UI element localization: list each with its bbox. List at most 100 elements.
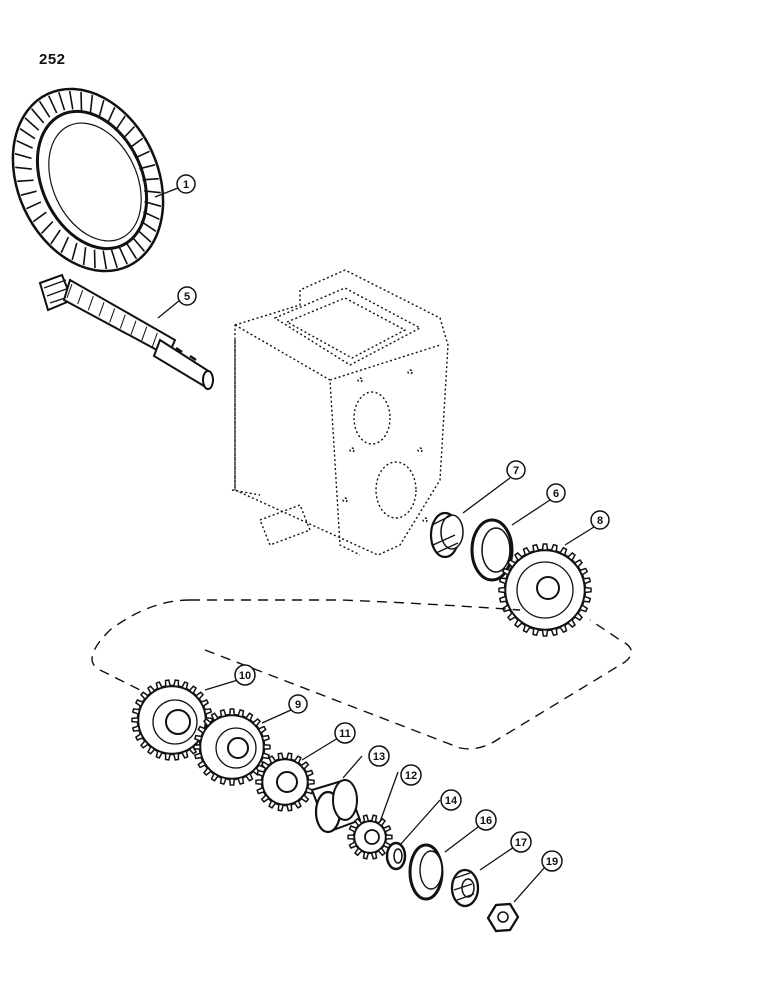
gear-tooth — [251, 717, 262, 728]
gear-tooth — [377, 817, 387, 827]
gear-tooth — [299, 793, 310, 803]
gear-tooth — [188, 685, 197, 695]
ring-gear-tooth — [15, 166, 32, 170]
ring-gear-tooth — [17, 179, 34, 183]
gear-tooth — [370, 814, 378, 823]
gear-tooth — [219, 708, 228, 718]
gear-tooth — [180, 681, 189, 691]
page-number: 252 — [39, 51, 66, 68]
shaft-spline — [151, 332, 158, 348]
ring-gear-tooth — [32, 211, 47, 223]
callout-10: 10 — [234, 664, 256, 686]
shaft-spline — [130, 320, 137, 335]
gear-tooth — [202, 766, 213, 777]
gear-tooth — [353, 847, 363, 857]
callout-14: 14 — [440, 789, 462, 811]
shaft-spline — [109, 308, 116, 323]
gear-part-12 — [347, 814, 393, 860]
gear-tooth — [261, 734, 271, 743]
gear-tooth — [139, 691, 150, 701]
callout-12: 12 — [400, 764, 422, 786]
gear-tooth — [139, 739, 150, 749]
gear-tooth — [188, 745, 197, 755]
gear-tooth — [155, 749, 164, 759]
gear-tooth — [202, 717, 213, 728]
gear-tooth — [131, 708, 141, 716]
ring-gear-tooth — [144, 190, 161, 194]
gear-tooth — [541, 543, 549, 551]
ring-gear-tooth — [144, 200, 162, 208]
ring-gear-tooth — [40, 221, 54, 234]
gear-tooth — [236, 708, 245, 718]
gear-tooth — [550, 543, 558, 553]
shaft-spline — [87, 296, 94, 311]
gear-tooth — [522, 546, 531, 557]
callout-11: 11 — [334, 722, 356, 744]
gear-tooth — [498, 577, 508, 585]
ring-gear-tooth — [102, 250, 108, 270]
gear-tooth — [134, 699, 145, 708]
ring-gear-tooth — [89, 94, 94, 113]
gear-tooth — [507, 611, 517, 621]
gear-tooth — [514, 618, 524, 628]
gear-tooth — [498, 595, 508, 603]
svg-text:6: 6 — [553, 488, 559, 500]
nut-part-19 — [486, 902, 520, 933]
ring-gear-tooth — [82, 247, 87, 266]
gear-tooth — [260, 761, 271, 771]
gear-tooth — [573, 559, 583, 569]
bearing-cone-part-7 — [429, 511, 464, 559]
gear-tooth — [299, 761, 310, 771]
shaft-spline — [98, 302, 105, 317]
gear-tooth — [164, 679, 172, 688]
gear-tooth — [172, 679, 180, 688]
gear-tooth — [559, 623, 568, 634]
ring-gear-tooth — [143, 211, 160, 221]
gear-tooth — [582, 595, 592, 603]
transmission-housing-outline — [231, 269, 449, 556]
gear-tooth — [578, 604, 589, 613]
ring-gear-tooth — [134, 150, 150, 159]
gear-tooth — [261, 751, 271, 760]
gear-tooth — [362, 851, 370, 860]
gear-tooth — [210, 712, 220, 722]
gear-tooth — [348, 841, 358, 849]
callout-7: 7 — [506, 460, 526, 480]
gear-tooth — [260, 793, 271, 803]
gear-tooth — [268, 755, 277, 765]
shaft-spline — [77, 289, 84, 305]
gear-tooth — [307, 778, 315, 786]
gear-part-9 — [193, 708, 271, 786]
gear-tooth — [228, 778, 236, 786]
callout-8: 8 — [590, 510, 610, 530]
ring-gear-tooth — [106, 106, 116, 124]
svg-text:9: 9 — [295, 699, 301, 711]
assembly-group-boundary — [91, 599, 633, 750]
gear-tooth — [180, 749, 189, 759]
callout-19: 19 — [541, 850, 563, 872]
svg-text:13: 13 — [373, 751, 385, 763]
gear-tooth — [203, 708, 213, 716]
ring-gear-tooth — [58, 92, 66, 111]
gear-tooth — [255, 778, 263, 786]
gear-tooth — [197, 759, 207, 769]
gear-tooth — [197, 725, 207, 735]
gear-tooth — [293, 755, 302, 765]
gear-tooth — [362, 814, 370, 823]
gear-tooth — [199, 699, 210, 708]
gear-tooth — [131, 716, 139, 724]
gear-part-10 — [131, 679, 213, 761]
gear-tooth — [550, 627, 558, 637]
svg-text:19: 19 — [546, 856, 558, 868]
gear-tooth — [219, 776, 228, 786]
gear-tooth — [559, 546, 568, 557]
ring-gear-tooth — [38, 100, 51, 118]
washer-part-14 — [385, 841, 407, 871]
ring-gear-tooth — [24, 117, 40, 131]
gear-tooth — [582, 577, 592, 585]
ring-gear-tooth — [20, 190, 37, 196]
ring-gear-tooth — [136, 229, 152, 243]
ring-gear-tooth — [125, 242, 138, 260]
ring-gear-tooth — [131, 236, 146, 252]
